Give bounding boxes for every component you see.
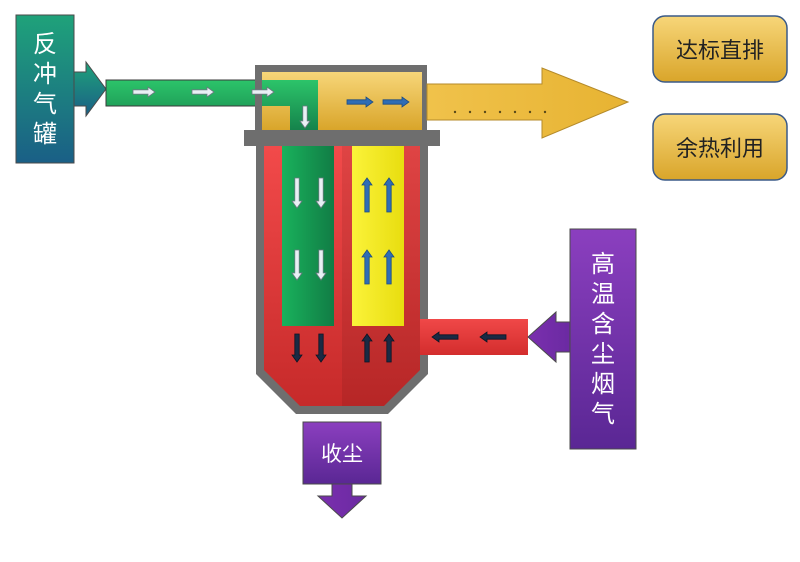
flow-arrow-icon bbox=[346, 96, 374, 108]
flue-gas-box bbox=[569, 228, 637, 450]
discharge-box bbox=[652, 15, 788, 83]
label-char: 含 bbox=[591, 310, 615, 338]
backflush-tank-box bbox=[15, 14, 75, 164]
label-char: 罐 bbox=[33, 120, 57, 148]
flow-arrow-icon bbox=[251, 86, 275, 98]
backflush-arrow-right-icon bbox=[73, 60, 107, 118]
flow-arrow-icon bbox=[299, 105, 311, 129]
tube-sheet bbox=[244, 130, 440, 146]
heat-recovery-label: 余热利用 bbox=[675, 137, 764, 162]
flow-arrow-icon bbox=[479, 331, 507, 343]
heat-recovery-box bbox=[652, 113, 788, 181]
flow-arrow-icon bbox=[382, 96, 410, 108]
label-char: 高 bbox=[591, 250, 615, 278]
flow-arrow-icon bbox=[315, 177, 327, 209]
filter-bag-filtering bbox=[352, 146, 404, 326]
flow-arrow-icon bbox=[315, 249, 327, 281]
label-char: 温 bbox=[591, 280, 615, 308]
flow-arrow-icon bbox=[132, 86, 156, 98]
label-char: 反 bbox=[33, 30, 57, 58]
label-char: 气 bbox=[591, 400, 615, 428]
flow-arrow-icon bbox=[361, 249, 373, 285]
label-char: 烟 bbox=[591, 370, 615, 398]
discharge-label: 达标直排 bbox=[675, 39, 764, 64]
label-char: 气 bbox=[33, 90, 57, 118]
flow-arrow-icon bbox=[361, 177, 373, 213]
dust-collect-box bbox=[302, 421, 382, 485]
flow-arrow-icon bbox=[291, 333, 303, 363]
flue-gas-label: 高温含尘烟气 bbox=[570, 229, 636, 449]
flow-arrows bbox=[132, 86, 507, 363]
flow-arrow-icon bbox=[291, 249, 303, 281]
flow-arrow-icon bbox=[361, 333, 373, 363]
dust-collect-label: 收尘 bbox=[321, 442, 363, 466]
flow-arrow-icon bbox=[291, 177, 303, 209]
dust-arrow-down-icon bbox=[316, 483, 368, 519]
flow-arrow-icon bbox=[315, 333, 327, 363]
flow-arrow-icon bbox=[383, 177, 395, 213]
label-char: 尘 bbox=[591, 340, 615, 368]
flow-arrow-icon bbox=[431, 331, 459, 343]
outlet-arrow-right-icon bbox=[426, 67, 630, 139]
flow-arrow-icon bbox=[383, 249, 395, 285]
filter-bag-backflush bbox=[282, 146, 334, 326]
flow-arrow-icon bbox=[191, 86, 215, 98]
flue-gas-arrow-left-icon bbox=[527, 310, 571, 364]
flow-arrow-icon bbox=[383, 333, 395, 363]
label-char: 冲 bbox=[33, 60, 57, 88]
outlet-flow-dots bbox=[453, 110, 547, 114]
backflush-tank-label: 反冲气罐 bbox=[16, 15, 74, 163]
